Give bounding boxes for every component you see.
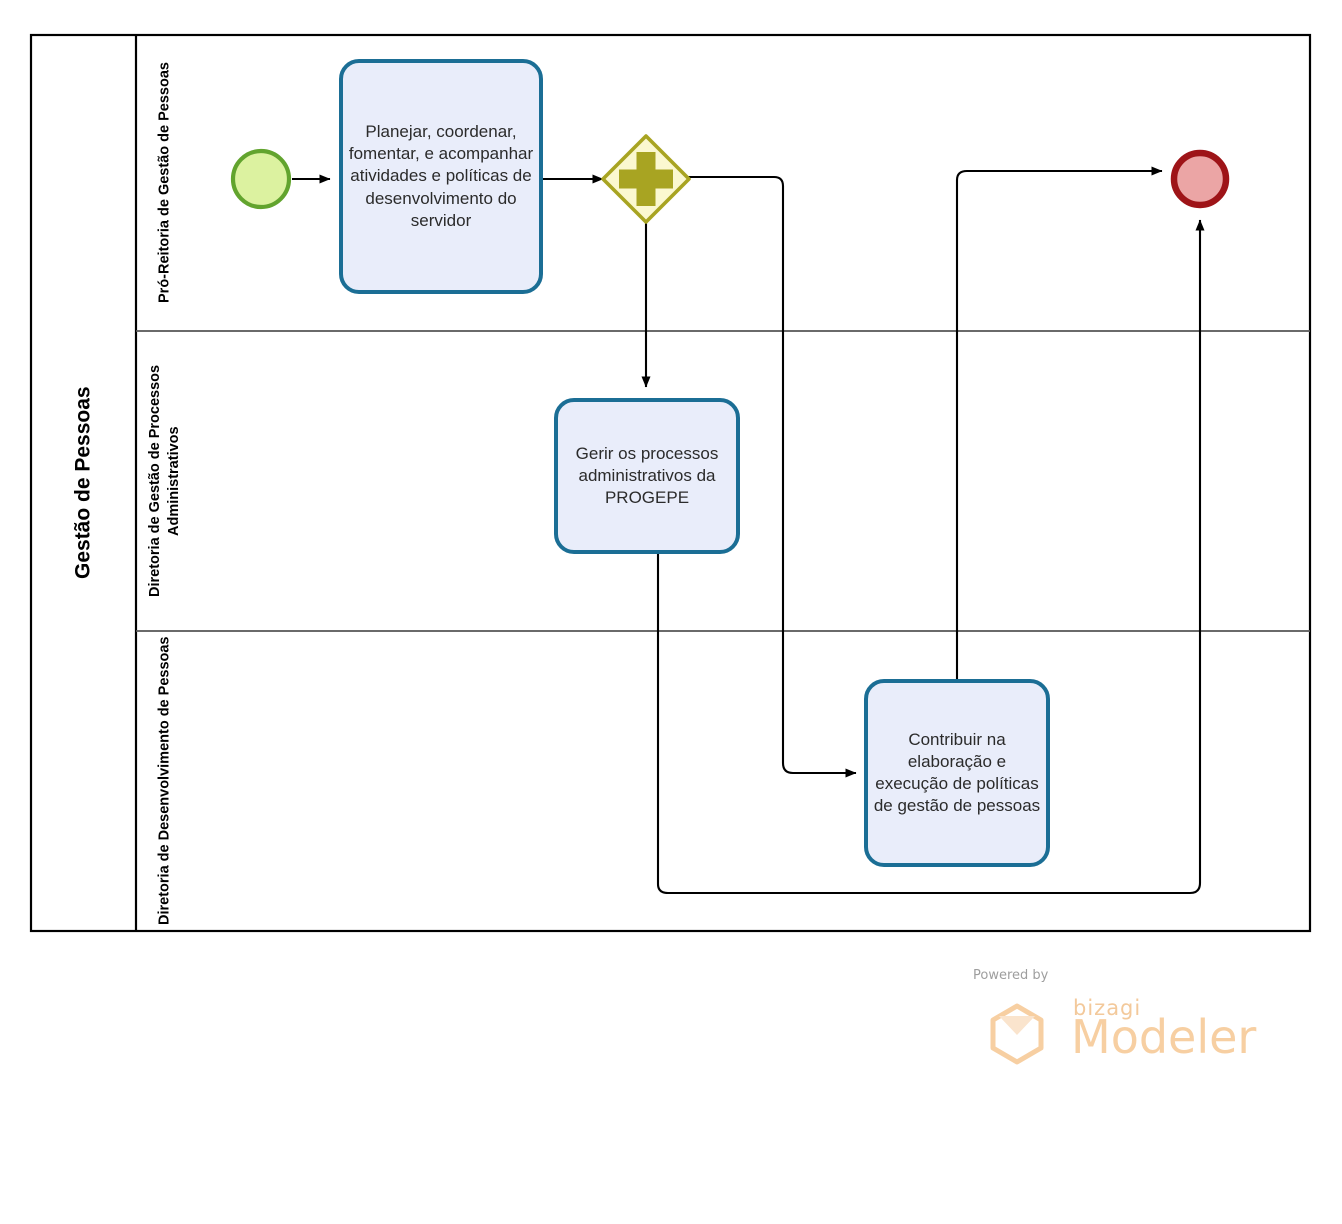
plus-icon <box>619 152 673 206</box>
end-event[interactable] <box>1170 149 1230 209</box>
flow-task2-to-end <box>656 219 1205 895</box>
pool-title: Gestão de Pessoas <box>71 386 95 580</box>
watermark-powered-by-text: Powered by <box>973 968 1049 983</box>
start-event[interactable] <box>230 148 292 210</box>
watermark-brand-text: bizagi <box>1073 996 1142 1020</box>
lane-label-diretoria-desenvolvimento: Diretoria de Desenvolvimento de Pessoas <box>156 636 173 926</box>
lane-dividers <box>136 330 1310 632</box>
task-planejar-coordenar[interactable] <box>339 59 543 294</box>
bizagi-watermark: Powered by bizagi Modeler <box>965 968 1265 1073</box>
lane-label-pro-reitoria: Pró-Reitoria de Gestão de Pessoas <box>156 62 173 304</box>
flow-task3-to-end <box>955 166 1163 681</box>
lane-label-diretoria-processos: Diretoria de Gestão de Processos Adminis… <box>146 364 182 598</box>
task-gerir-processos[interactable] <box>554 398 740 554</box>
parallel-gateway[interactable] <box>601 134 691 224</box>
task-contribuir-elaboracao[interactable] <box>864 679 1050 867</box>
flow-gateway-to-task3 <box>688 175 857 778</box>
bizagi-hexagon-icon <box>990 1003 1044 1065</box>
sequence-flow-layer <box>292 166 1205 895</box>
watermark-product-text: Modeler <box>1071 1010 1257 1064</box>
